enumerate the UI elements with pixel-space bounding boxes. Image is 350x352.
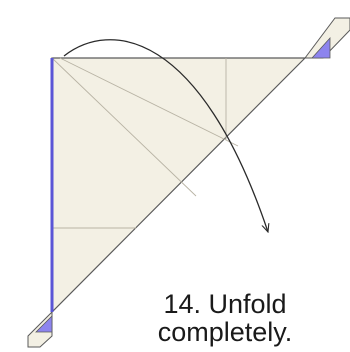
inner-diagonal-crease bbox=[59, 57, 227, 141]
unfold-arrow bbox=[63, 39, 268, 232]
step-instruction-line: 14. Unfold bbox=[163, 289, 287, 319]
step-instruction-continuation: completely. bbox=[157, 317, 293, 347]
folded-triangle bbox=[51, 57, 307, 314]
bottom-left-colored-flap bbox=[35, 315, 53, 333]
crease-lines bbox=[51, 57, 239, 229]
diagonal-crease bbox=[51, 57, 197, 197]
small-crease bbox=[225, 139, 239, 147]
top-right-colored-flap bbox=[311, 36, 331, 59]
